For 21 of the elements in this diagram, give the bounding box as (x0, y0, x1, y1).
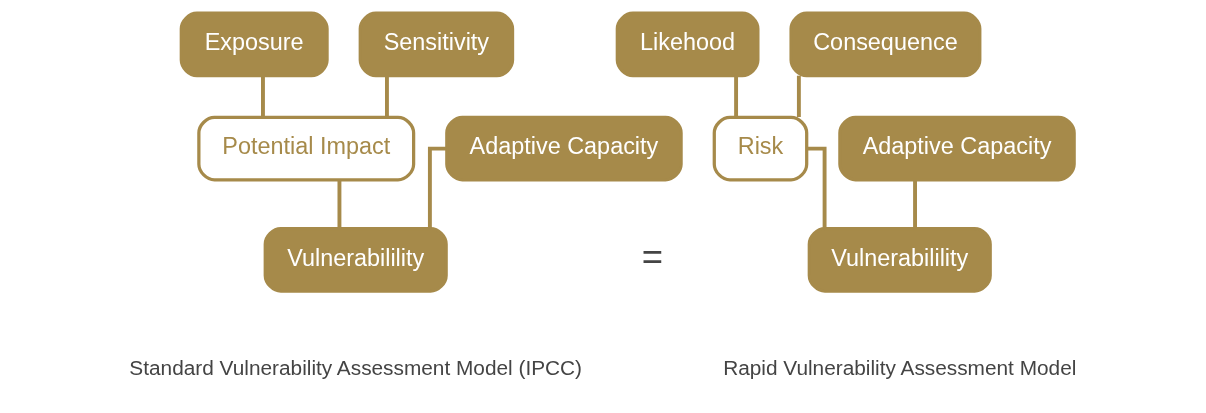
node-box: Vulnerabilility (263, 227, 448, 293)
node-box: Consequence (789, 11, 982, 78)
label: = (641, 235, 664, 277)
connector (427, 146, 447, 229)
node-box: Potential Impact (197, 115, 416, 182)
node-box: Vulnerabilility (807, 227, 992, 293)
connector (913, 180, 917, 229)
connector (734, 75, 739, 117)
node-box: Adaptive Capacity (838, 115, 1076, 182)
label: Standard Vulnerability Assessment Model (IPCC) (129, 355, 583, 379)
connector (796, 75, 801, 117)
node-box: Exposure (179, 11, 329, 78)
connector (337, 180, 342, 229)
node-box: Adaptive Capacity (445, 115, 683, 182)
node-box: Risk (712, 115, 809, 182)
connector (261, 75, 265, 117)
label: Rapid Vulnerability Assessment Model (723, 355, 1077, 379)
node-box: Sensitivity (358, 11, 515, 78)
connector (385, 75, 389, 117)
node-box: Likehood (615, 11, 760, 78)
connector (806, 146, 827, 229)
